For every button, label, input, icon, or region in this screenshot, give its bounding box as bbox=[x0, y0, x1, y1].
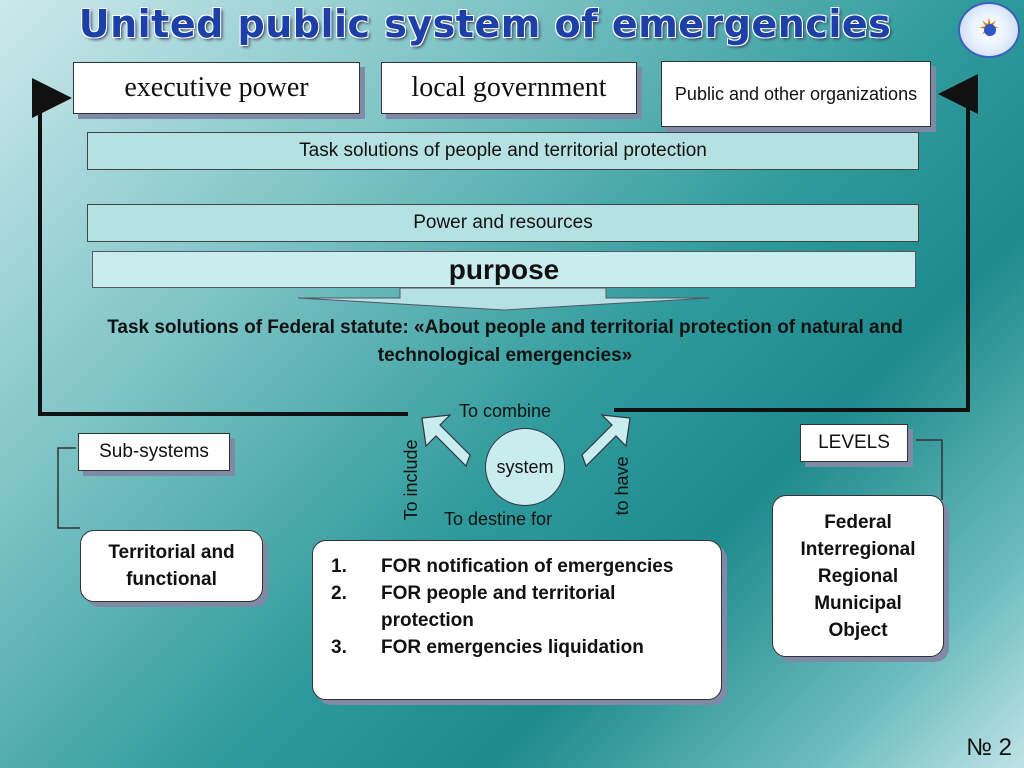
territorial-functional-label: Territorial and functional bbox=[108, 542, 235, 590]
list-item-number: 1. bbox=[331, 556, 347, 577]
level-item: Federal bbox=[824, 512, 892, 533]
subsystems-label: Sub-systems bbox=[99, 441, 209, 462]
page-number: № 2 bbox=[966, 734, 1012, 761]
emblem-core bbox=[984, 24, 996, 36]
left-feedback-line bbox=[32, 78, 408, 416]
level-item: Municipal bbox=[814, 593, 902, 614]
purposes-box: 1. FOR notification of emergencies 2. FO… bbox=[312, 540, 722, 700]
list-item: 3. FOR emergencies liquidation bbox=[331, 634, 711, 661]
territorial-functional-box: Territorial and functional bbox=[80, 530, 263, 602]
to-destine-label: To destine for bbox=[444, 509, 553, 529]
task-solutions-band: Task solutions of people and territorial… bbox=[87, 132, 919, 170]
subsystems-box: Sub-systems bbox=[78, 433, 230, 471]
local-government-label: local government bbox=[411, 72, 607, 103]
level-item: Object bbox=[828, 620, 888, 641]
to-combine-label: To combine bbox=[459, 401, 552, 421]
list-item: 1. FOR notification of emergencies bbox=[331, 553, 711, 580]
arrow-up-right-icon bbox=[581, 414, 631, 468]
public-organizations-box: Public and other organizations bbox=[661, 61, 931, 127]
task-solutions-label: Task solutions of people and territorial… bbox=[299, 140, 707, 161]
to-have-label: to have bbox=[612, 456, 632, 516]
statute-text: Task solutions of Federal statute: «Abou… bbox=[107, 317, 903, 366]
levels-label: LEVELS bbox=[818, 432, 890, 453]
level-item: Regional bbox=[817, 566, 899, 587]
system-label: system bbox=[496, 456, 554, 477]
list-item: 2. FOR people and territorial protection bbox=[331, 580, 711, 634]
list-item-text: FOR notification of emergencies bbox=[381, 556, 674, 577]
level-item: Interregional bbox=[800, 539, 916, 560]
list-item-text: FOR emergencies liquidation bbox=[381, 637, 644, 658]
power-resources-band: Power and resources bbox=[87, 204, 919, 242]
emergency-ministry-emblem-icon: ✷ bbox=[958, 2, 1020, 58]
power-resources-label: Power and resources bbox=[413, 212, 593, 233]
purpose-band: purpose bbox=[92, 251, 916, 288]
list-item-text: FOR people and territorial protection bbox=[381, 583, 616, 631]
page-title: United public system of emergencies bbox=[78, 2, 892, 46]
list-item-number: 2. bbox=[331, 583, 347, 604]
to-include-label: To include bbox=[401, 439, 421, 521]
subsystems-bracket bbox=[57, 447, 80, 529]
executive-power-box: executive power bbox=[73, 62, 360, 114]
levels-bracket bbox=[916, 439, 943, 500]
list-item-number: 3. bbox=[331, 637, 347, 658]
arrow-up-left-icon bbox=[421, 414, 471, 468]
executive-power-label: executive power bbox=[124, 72, 309, 103]
purpose-funnel bbox=[297, 287, 711, 311]
purpose-label: purpose bbox=[448, 253, 560, 285]
levels-list-box: Federal Interregional Regional Municipal… bbox=[772, 495, 944, 657]
levels-box: LEVELS bbox=[800, 424, 908, 462]
local-government-box: local government bbox=[381, 62, 637, 114]
purposes-list: 1. FOR notification of emergencies 2. FO… bbox=[331, 553, 711, 661]
right-feedback-line bbox=[614, 74, 978, 412]
public-organizations-label: Public and other organizations bbox=[674, 84, 918, 104]
system-circle: system bbox=[485, 428, 565, 506]
